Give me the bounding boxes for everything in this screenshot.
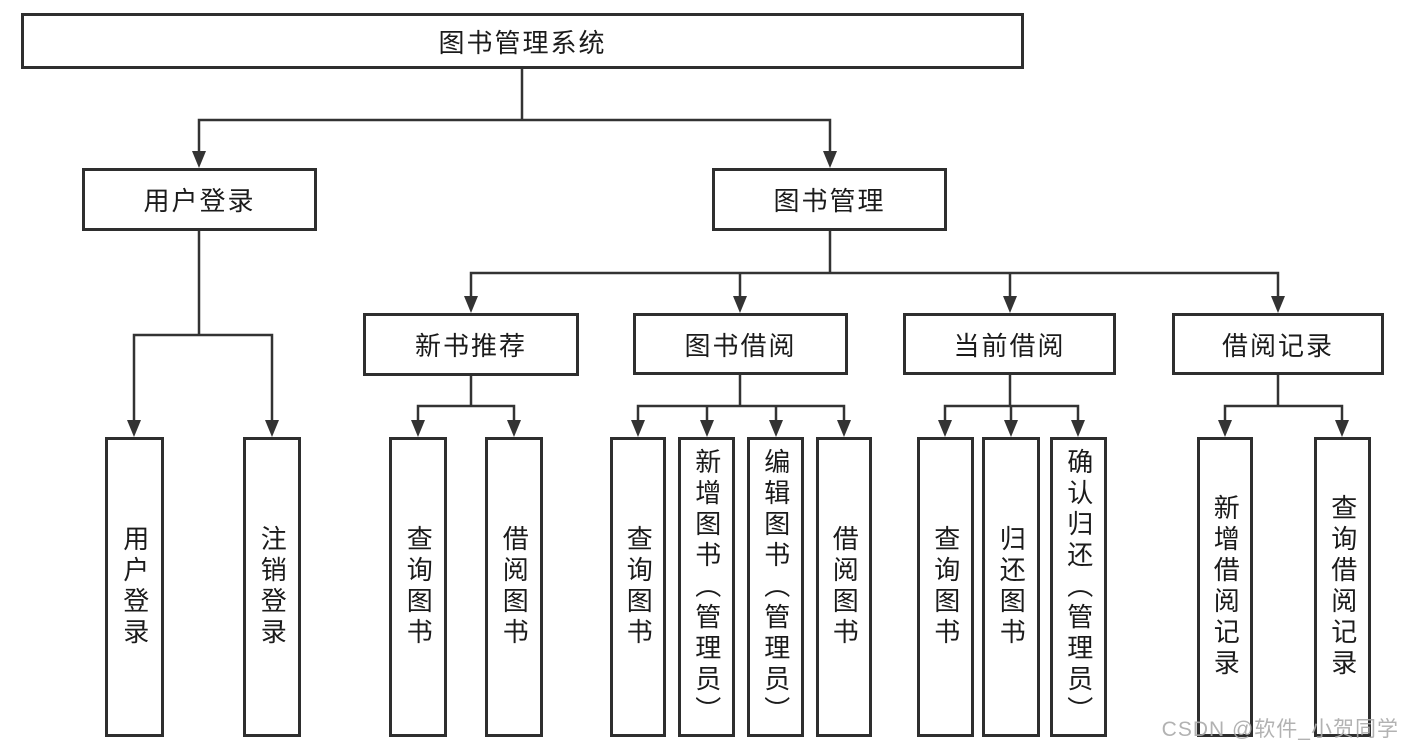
leaf-label: 借阅图书 (499, 525, 530, 649)
node-new-book-recommend: 新书推荐 (363, 313, 579, 376)
leaf-label: 新增图书（管理员） (691, 447, 722, 727)
node-label: 图书管理系统 (438, 27, 607, 58)
arrowheads (127, 151, 1349, 437)
leaf-borrow-edit-books-admin: 编辑图书（管理员） (747, 437, 804, 737)
leaf-label: 查询借阅记录 (1327, 494, 1358, 680)
node-label: 借阅记录 (1221, 330, 1334, 361)
leaf-label: 归还图书 (996, 525, 1027, 649)
node-label: 当前借阅 (953, 330, 1066, 361)
leaf-user-login: 用户登录 (105, 437, 164, 737)
node-label: 图书借阅 (684, 330, 797, 361)
leaf-label: 编辑图书（管理员） (760, 447, 791, 727)
leaf-label: 确认归还（管理员） (1063, 447, 1094, 727)
connector-strokes (132, 69, 1344, 422)
leaf-records-add-record: 新增借阅记录 (1197, 437, 1253, 737)
leaf-current-confirm-return-admin: 确认归还（管理员） (1050, 437, 1107, 737)
node-book-management: 图书管理 (712, 168, 947, 231)
leaf-label: 查询图书 (930, 525, 961, 649)
leaf-newbook-borrow-books: 借阅图书 (485, 437, 543, 737)
leaf-current-return-books: 归还图书 (982, 437, 1040, 737)
leaf-current-query-books: 查询图书 (917, 437, 974, 737)
leaf-borrow-borrow-books: 借阅图书 (816, 437, 872, 737)
leaf-newbook-query-books: 查询图书 (389, 437, 447, 737)
leaf-label: 新增借阅记录 (1210, 494, 1241, 680)
leaf-logout: 注销登录 (243, 437, 301, 737)
leaf-label: 借阅图书 (829, 525, 860, 649)
node-label: 新书推荐 (414, 331, 527, 361)
csdn-watermark: CSDN @软件_小贺同学 (1161, 718, 1399, 741)
node-borrow-records: 借阅记录 (1172, 313, 1384, 375)
node-current-borrow: 当前借阅 (903, 313, 1116, 375)
leaf-records-query-record: 查询借阅记录 (1314, 437, 1371, 737)
leaf-label: 查询图书 (403, 525, 434, 649)
leaf-label: 注销登录 (257, 525, 288, 649)
node-label: 用户登录 (143, 186, 256, 216)
leaf-label: 用户登录 (119, 525, 150, 649)
node-book-borrow: 图书借阅 (633, 313, 848, 375)
leaf-borrow-add-books-admin: 新增图书（管理员） (678, 437, 735, 737)
node-library-system: 图书管理系统 (21, 13, 1024, 69)
node-label: 图书管理 (773, 186, 886, 216)
node-user-login: 用户登录 (82, 168, 317, 231)
leaf-borrow-query-books: 查询图书 (610, 437, 666, 737)
leaf-label: 查询图书 (623, 525, 654, 649)
